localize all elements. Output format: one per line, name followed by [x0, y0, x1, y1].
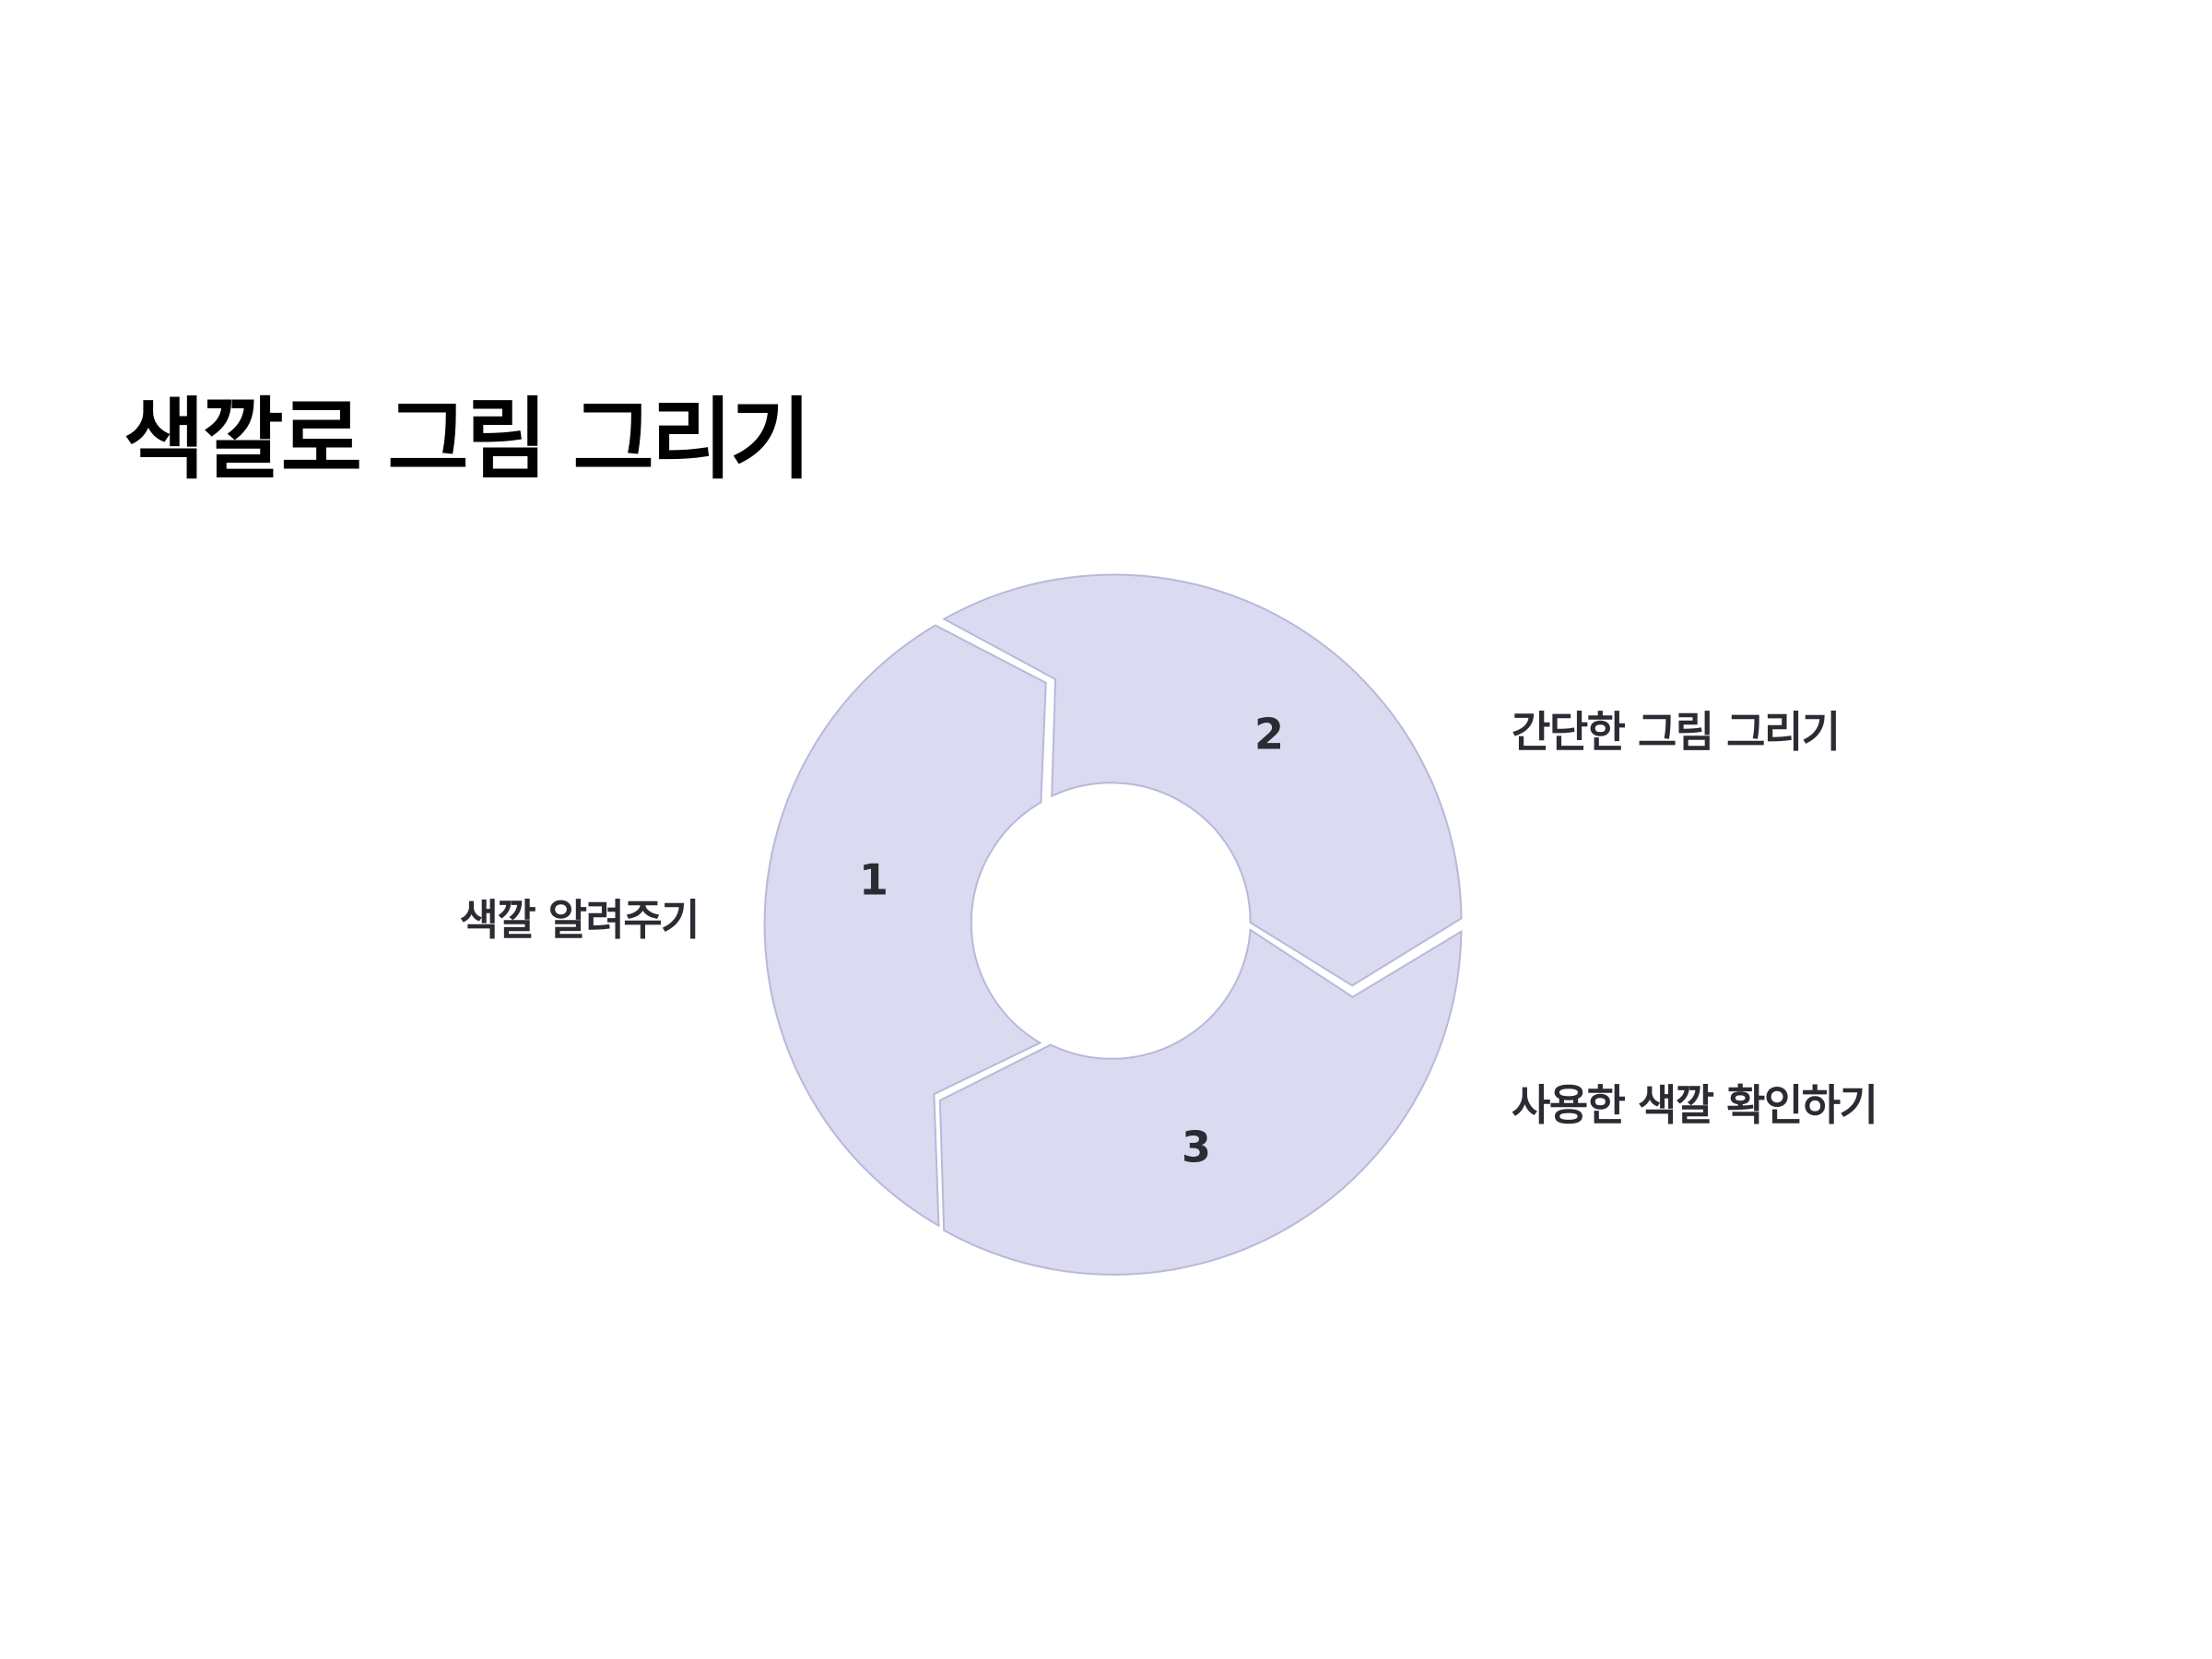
segment-number-1: 1: [859, 855, 888, 905]
step-label-1: 색깔 알려주기: [459, 895, 700, 945]
cycle-segment-3: [938, 928, 1463, 1276]
segment-number-2: 2: [1254, 710, 1284, 759]
segment-number-3: 3: [1182, 1123, 1211, 1172]
page-title: 색깔로 그림 그리기: [124, 388, 811, 491]
cycle-segment-1: [763, 624, 1047, 1228]
step-label-3: 사용한 색깔 확인하기: [1512, 1080, 1878, 1130]
step-label-2: 간단한 그림 그리기: [1512, 707, 1841, 757]
cycle-segment-2: [942, 573, 1463, 987]
